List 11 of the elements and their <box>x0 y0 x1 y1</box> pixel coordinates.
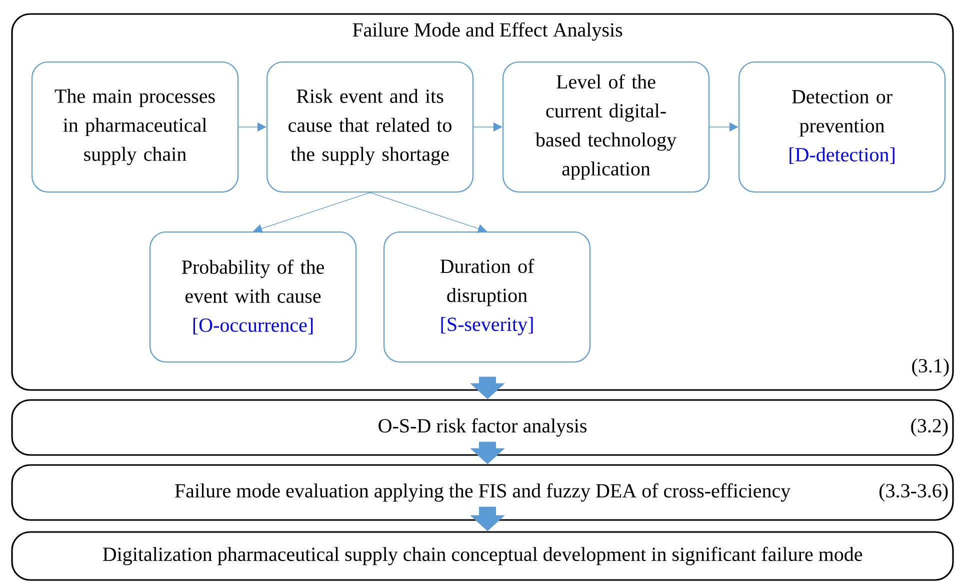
step-box: O-S-D risk factor analysis (3.2) <box>11 399 954 456</box>
arrow <box>370 192 487 233</box>
process-box: Duration of disruption [S-severity] <box>383 231 591 363</box>
step-box: Failure mode evaluation applying the FIS and fuzzy DEA of cross-efficiency (3.3-3.6) <box>11 464 954 521</box>
arrow <box>253 192 370 233</box>
process-box: Detection or prevention [D-detection] <box>738 61 946 193</box>
step-box: Digitalization pharmaceutical supply chain conceptual development in significant failure mode <box>11 531 954 581</box>
process-box: Probability of the event with cause [O-occurrence] <box>149 231 357 363</box>
process-box: The main processes in pharmaceutical supply chain <box>31 61 239 193</box>
process-box: Level of the current digital-based technology application <box>502 61 710 193</box>
process-box: Risk event and its cause that related to the supply shortage <box>266 61 474 193</box>
